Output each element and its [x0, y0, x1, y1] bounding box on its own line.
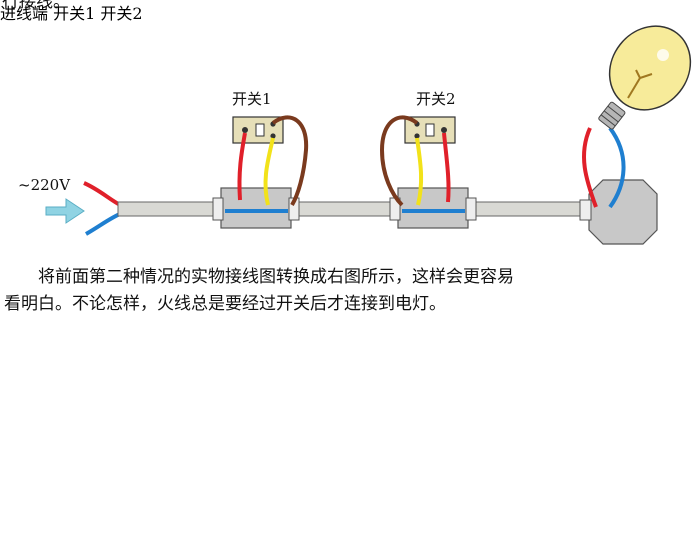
diagram-1: ~220V 开关1 开关2 — [18, 25, 692, 245]
supply-arrow — [45, 198, 85, 224]
incoming-live-wire — [83, 181, 123, 208]
conduit-2: 进线端 开关1 — [0, 4, 143, 23]
explanation-paragraph: 将前面第二种情况的实物接线图转换成右图所示，这样会更容易 看明白。不论怎样，火线… — [4, 264, 694, 318]
switch-1-label: 开关1 — [232, 90, 272, 108]
voltage-label: ~220V — [18, 176, 71, 194]
top-text-fragment: 行接线。 — [2, 0, 70, 12]
conduit-1 — [117, 201, 597, 217]
switch-1-d2: 开关2 — [100, 4, 142, 23]
paragraph-line-2: 看明白。不论怎样，火线总是要经过开关后才连接到电灯。 — [4, 294, 446, 314]
junction-box-3 — [588, 179, 658, 245]
junction-box-c: 进线端 开关1 — [0, 4, 143, 23]
switch-1-label-2: 开关1 — [53, 4, 96, 23]
switch-2-label-2: 开关2 — [100, 4, 143, 23]
junction-box-1 — [220, 187, 292, 229]
junction-box-a: 进线端 开关1 — [0, 4, 143, 23]
inlet-label: 进线端 — [0, 4, 49, 23]
light-bulb-1 — [598, 25, 692, 130]
incoming-neutral-wire — [85, 211, 123, 236]
junction-box-b: 进线端 开关1 — [0, 4, 143, 23]
switch-2-label: 开关2 — [416, 90, 456, 108]
paragraph-line-1: 将前面第二种情况的实物接线图转换成右图所示，这样会更容易 — [38, 267, 514, 287]
diagram-2: 进线端 开关1 — [0, 4, 143, 23]
junction-box-2 — [397, 187, 469, 229]
